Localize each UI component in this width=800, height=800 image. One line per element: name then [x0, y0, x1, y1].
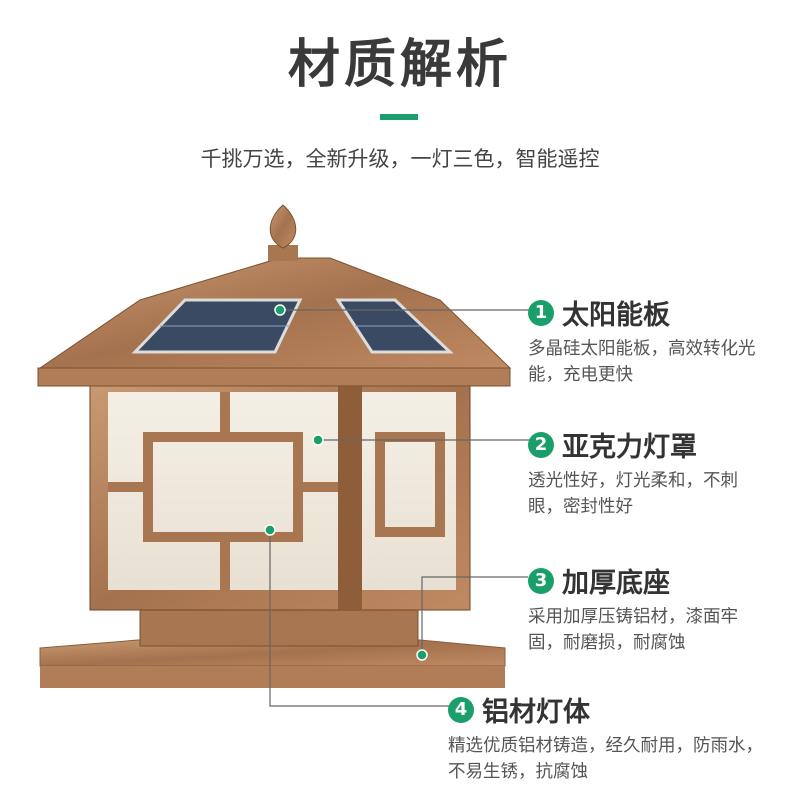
number-badge: 1 — [528, 299, 554, 326]
leader-line-3 — [421, 576, 528, 655]
feature-desc: 精选优质铝材铸造，经久耐用，防雨水，不易生锈，抗腐蚀 — [448, 736, 763, 782]
number-badge: 2 — [528, 431, 554, 458]
feature-title: 加厚底座 — [562, 568, 670, 599]
feature-thick-base: 3 加厚底座 采用加厚压铸铝材，漆面牢固，耐磨损，耐腐蚀 — [528, 561, 760, 656]
feature-aluminum-body: 4 铝材灯体 精选优质铝材铸造，经久耐用，防雨水，不易生锈，抗腐蚀 — [448, 690, 768, 785]
subtitle: 千挑万选，全新升级，一灯三色，智能遥控 — [200, 147, 600, 171]
feature-acrylic-shade: 2 亚克力灯罩 透光性好，灯光柔和，不刺眼，密封性好 — [528, 425, 760, 520]
feature-title: 铝材灯体 — [482, 697, 590, 728]
feature-title: 太阳能板 — [562, 300, 670, 331]
feature-desc: 多晶硅太阳能板，高效转化光能，充电更快 — [528, 339, 756, 385]
feature-desc: 采用加厚压铸铝材，漆面牢固，耐磨损，耐腐蚀 — [528, 607, 738, 653]
title-underline — [380, 114, 418, 120]
feature-desc: 透光性好，灯光柔和，不刺眼，密封性好 — [528, 471, 738, 517]
number-badge: 4 — [448, 696, 474, 723]
page-title: 材质解析 — [287, 35, 512, 95]
leader-line-4 — [269, 530, 450, 707]
solar-pillar-lamp-image — [37, 204, 530, 707]
number-badge: 3 — [528, 567, 554, 594]
feature-solar-panel: 1 太阳能板 多晶硅太阳能板，高效转化光能，充电更快 — [528, 293, 760, 388]
feature-title: 亚克力灯罩 — [562, 432, 697, 463]
